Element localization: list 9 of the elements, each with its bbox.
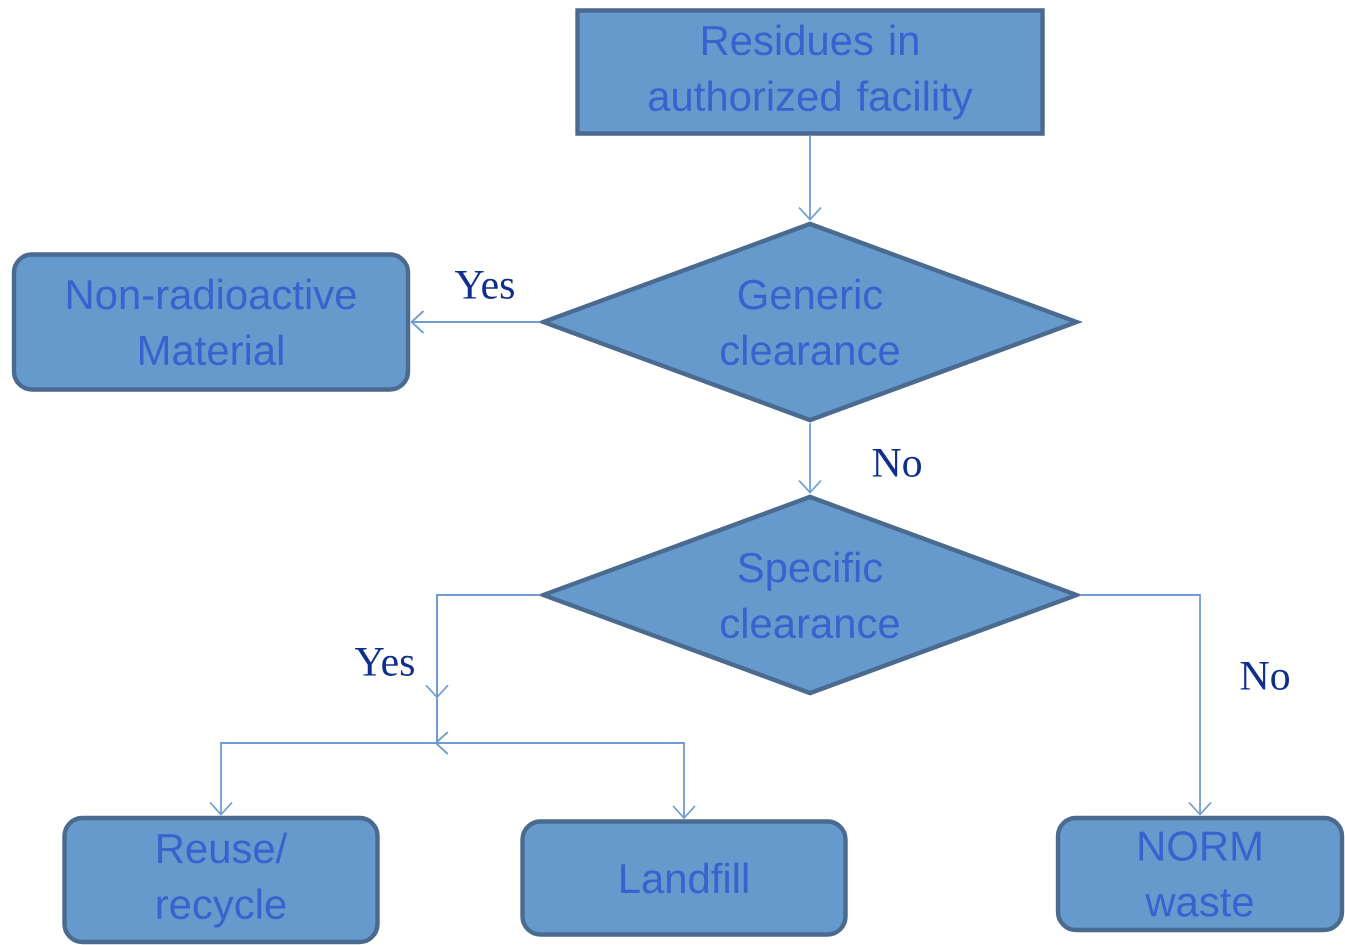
arrow [410, 310, 542, 334]
arrow [425, 594, 696, 820]
arrow [798, 422, 822, 494]
edge-label: Yes [452, 269, 518, 301]
edge-label: No [869, 447, 925, 479]
arrow [1078, 594, 1212, 816]
arrow [798, 134, 822, 221]
edge-label: Yes [352, 646, 418, 678]
edge-label: No [1237, 660, 1293, 692]
